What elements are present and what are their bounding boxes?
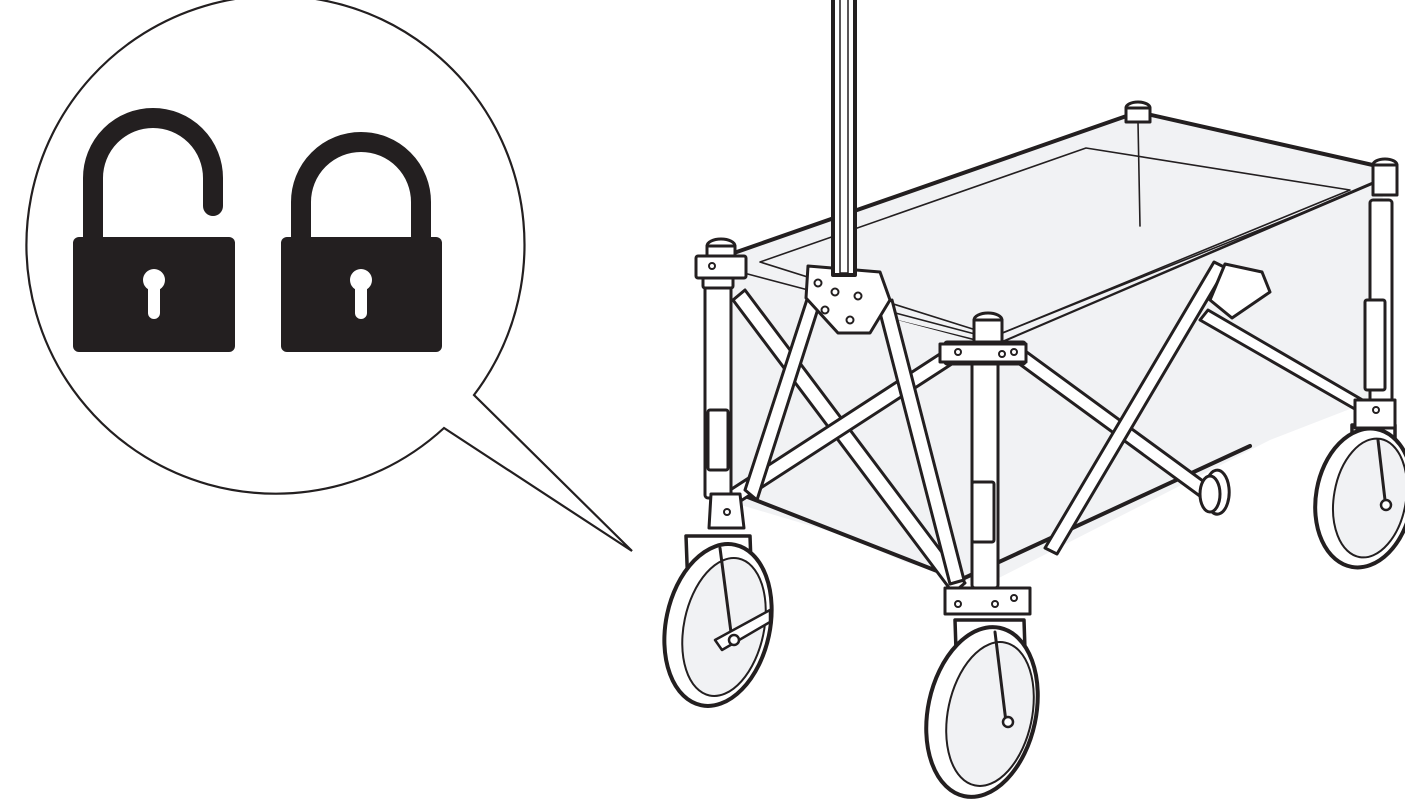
wagon bbox=[650, 0, 1405, 801]
wagon-tub bbox=[708, 112, 1386, 585]
back-right-wheel bbox=[1305, 421, 1405, 576]
front-right-wheel bbox=[911, 617, 1052, 801]
wagon-handle bbox=[833, 0, 855, 275]
front-left-wheel bbox=[650, 534, 786, 716]
